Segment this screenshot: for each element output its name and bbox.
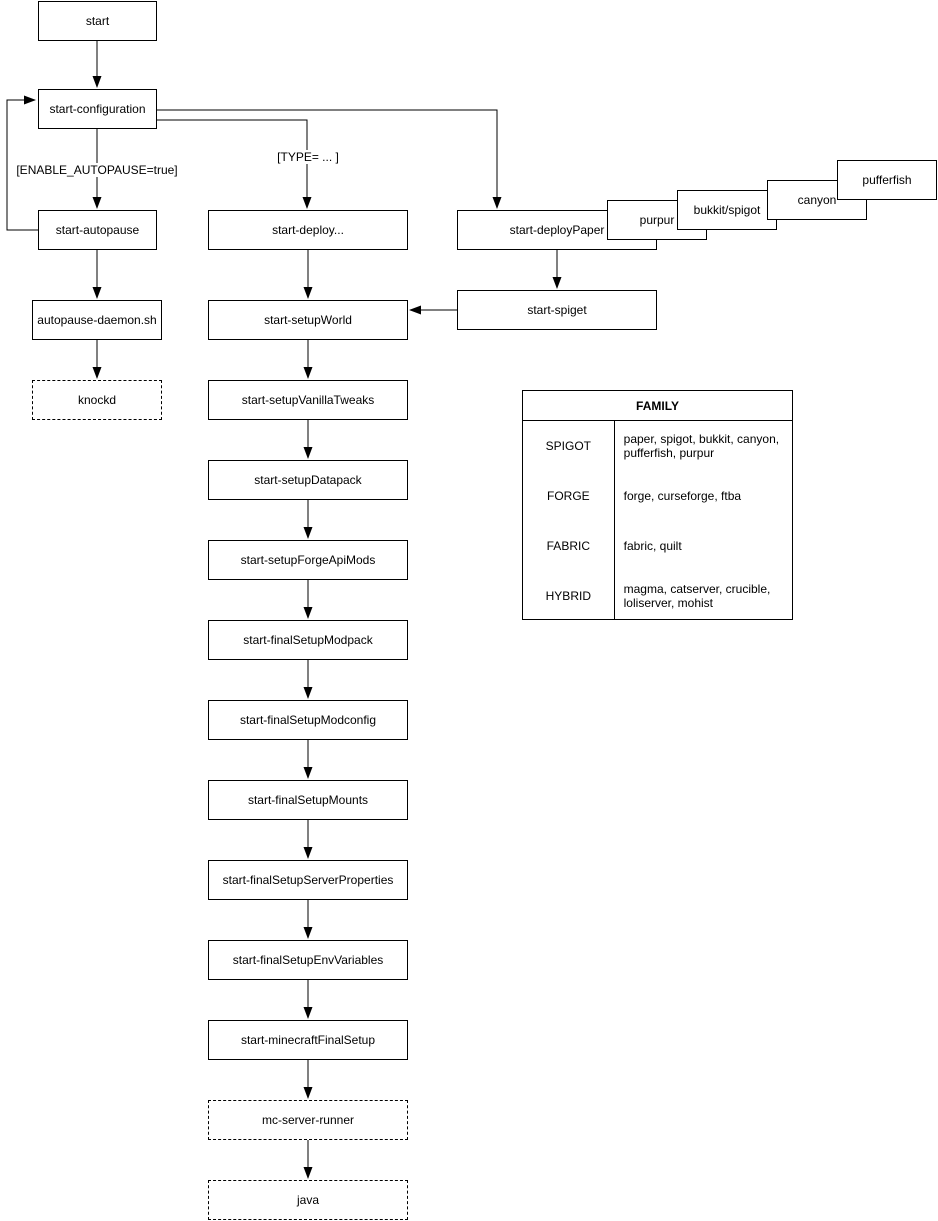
node-mc-server-runner: mc-server-runner [208,1100,408,1140]
node-start-final-setup-modpack: start-finalSetupModpack [208,620,408,660]
node-canyon: canyon [767,180,867,220]
members-cell-spigot: paper, spigot, bukkit, canyon, pufferfis… [623,432,780,460]
node-java: java [208,1180,408,1220]
node-start-setup-world: start-setupWorld [208,300,408,340]
node-start-spiget: start-spiget [457,290,657,330]
family-table-body: SPIGOT paper, spigot, bukkit, canyon, pu… [523,421,792,620]
node-start-minecraft-final-setup: start-minecraftFinalSetup [208,1020,408,1060]
edge-label-enable-autopause: [ENABLE_AUTOPAUSE=true] [14,163,180,177]
node-start-final-setup-modconfig: start-finalSetupModconfig [208,700,408,740]
edge-configuration-to-deploy [157,119,312,209]
table-row: FORGE forge, curseforge, ftba [523,471,792,521]
node-start-autopause: start-autopause [38,210,157,250]
node-start-setup-datapack: start-setupDatapack [208,460,408,500]
node-start-configuration: start-configuration [38,89,157,129]
node-start-final-setup-server-properties: start-finalSetupServerProperties [208,860,408,900]
node-pufferfish: pufferfish [837,160,937,200]
node-start: start [38,1,157,41]
node-start-final-setup-env-variables: start-finalSetupEnvVariables [208,940,408,980]
edge-autopause-loop-to-configuration [6,95,38,231]
node-start-setup-forge-api-mods: start-setupForgeApiMods [208,540,408,580]
members-cell-fabric: fabric, quilt [623,539,682,553]
node-autopause-daemon: autopause-daemon.sh [32,300,162,340]
family-table-column-divider [614,421,615,620]
family-table: FAMILY SPIGOT paper, spigot, bukkit, can… [522,390,793,620]
edge-label-type: [TYPE= ... ] [275,150,341,164]
table-row: SPIGOT paper, spigot, bukkit, canyon, pu… [523,421,792,471]
node-start-setup-vanilla-tweaks: start-setupVanillaTweaks [208,380,408,420]
family-cell-hybrid: HYBRID [545,589,591,603]
family-table-title: FAMILY [523,391,792,421]
node-knockd: knockd [32,380,162,420]
table-row: FABRIC fabric, quilt [523,521,792,571]
family-cell-fabric: FABRIC [546,539,590,553]
members-cell-forge: forge, curseforge, ftba [623,489,742,503]
family-cell-spigot: SPIGOT [545,439,591,453]
members-cell-hybrid: magma, catserver, crucible, loliserver, … [623,582,771,610]
table-row: HYBRID magma, catserver, crucible, lolis… [523,571,792,621]
node-bukkit-spigot: bukkit/spigot [677,190,777,230]
node-start-deploy: start-deploy... [208,210,408,250]
node-start-final-setup-mounts: start-finalSetupMounts [208,780,408,820]
edge-configuration-to-deploypaper [157,109,502,209]
family-cell-forge: FORGE [546,489,590,503]
